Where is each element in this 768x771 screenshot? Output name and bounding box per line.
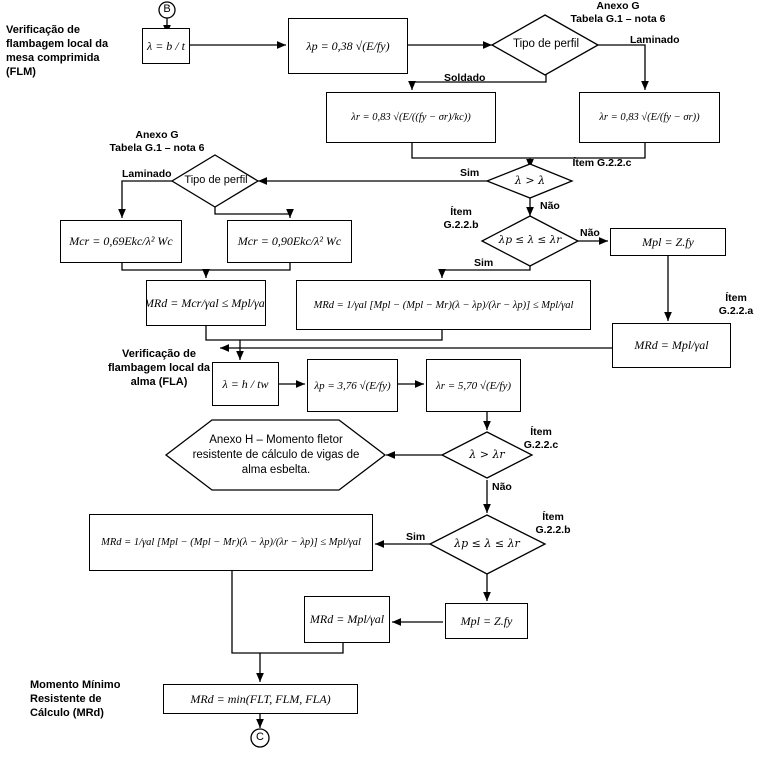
item-g22c-1: Ítem G.2.2.c	[572, 157, 632, 169]
annex-h-text: Anexo H – Momento fletor resistente de c…	[192, 434, 360, 476]
decision-lambda-gt-1-text: λ > λ	[514, 174, 546, 187]
formula-mrd-mcr: MRd = Mcr/γal ≤ Mpl/γal	[146, 280, 266, 326]
section-mrd: Momento Mínimo Resistente de Cálculo (MR…	[30, 679, 121, 719]
formula-mrd-inter-1: MRd = 1/γal [Mpl − (Mpl − Mr)(λ − λp)/(λ…	[296, 280, 591, 330]
annex-g-right: Anexo G Tabela G.1 – nota 6	[558, 0, 678, 26]
formula-lambda-r-fla: λr = 5,70 √(E/fy)	[426, 359, 521, 412]
formula-mrd-min: MRd = min(FLT, FLM, FLA)	[163, 684, 358, 714]
section-flm: Verificação de flambagem local da mesa c…	[6, 24, 109, 78]
formula-lambda-p-fla: λp = 3,76 √(E/fy)	[307, 359, 398, 412]
edge-sim-3: Sim	[406, 531, 426, 543]
formula-lambda-flm: λ = b / t	[142, 28, 190, 64]
edge-soldado: Soldado	[444, 72, 486, 84]
edge-sim-2: Sim	[474, 257, 494, 269]
decision-range-2-text: λp ≤ λ ≤ λr	[454, 537, 520, 550]
formula-mrd-mpl-1: MRd = Mpl/γal	[612, 323, 731, 368]
annex-g-left: Anexo G Tabela G.1 – nota 6	[92, 129, 222, 155]
edge-laminado-1: Laminado	[630, 34, 680, 46]
formula-lambda-fla: λ = h / tw	[212, 362, 279, 406]
decision-range-1-text: λp ≤ λ ≤ λr	[498, 234, 562, 246]
formula-mpl-2: Mpl = Z.fy	[445, 603, 528, 639]
annex-g-right-line2: Tabela G.1 – nota 6	[570, 13, 666, 25]
decision-range-2	[428, 514, 547, 575]
edge-laminado-2: Laminado	[122, 168, 172, 180]
decision-tipo-perfil-2	[170, 154, 260, 208]
annex-g-left-line1: Anexo G	[135, 129, 179, 141]
formula-mpl-1: Mpl = Z.fy	[610, 228, 726, 256]
item-g22b-2: Ítem G.2.2.b	[535, 511, 571, 536]
decision-tipo-perfil-1	[490, 14, 600, 76]
decision-range-1	[480, 215, 580, 267]
edge-nao-2: Não	[580, 227, 600, 239]
annex-g-right-line1: Anexo G	[596, 0, 640, 12]
formula-lambda-r-soldado: λr = 0,83 √(E/((fy − σr)/kc))	[326, 92, 496, 143]
annex-g-left-line2: Tabela G.1 – nota 6	[109, 142, 205, 154]
formula-mrd-mpl-2: MRd = Mpl/γal	[304, 596, 390, 643]
annex-h-hexagon	[164, 419, 387, 491]
connector-c: C	[256, 731, 264, 743]
edge-sim-1: Sim	[460, 167, 480, 179]
formula-mrd-inter-2: MRd = 1/γal [Mpl − (Mpl − Mr)(λ − λp)/(λ…	[89, 514, 373, 571]
item-g22b-1: Ítem G.2.2.b	[443, 206, 479, 231]
connector-b: B	[163, 3, 171, 15]
decision-lambda-gt-2	[440, 431, 534, 479]
edge-nao-3: Não	[492, 481, 512, 493]
formula-lambda-r-laminado: λr = 0,83 √(E/(fy − σr))	[579, 92, 720, 143]
decision-tipo-perfil-2-text: Tipo de perfil	[184, 174, 248, 186]
item-g22c-2: Ítem G.2.2.c	[523, 426, 559, 451]
formula-mcr-laminado: Mcr = 0,69Ekc/λ² Wc	[60, 220, 182, 263]
decision-lambda-gt-1	[485, 163, 574, 199]
decision-tipo-perfil-1-text: Tipo de perfil	[512, 38, 580, 50]
section-fla: Verificação de flambagem local da alma (…	[107, 348, 211, 388]
decision-lambda-gt-2-text: λ > λr	[469, 448, 505, 461]
formula-lambda-p-flm: λp = 0,38 √(E/fy)	[288, 18, 408, 74]
item-g22a: Ítem G.2.2.a	[718, 292, 754, 317]
formula-mcr-soldado: Mcr = 0,90Ekc/λ² Wc	[227, 220, 352, 263]
edge-nao-1: Não	[540, 200, 560, 212]
